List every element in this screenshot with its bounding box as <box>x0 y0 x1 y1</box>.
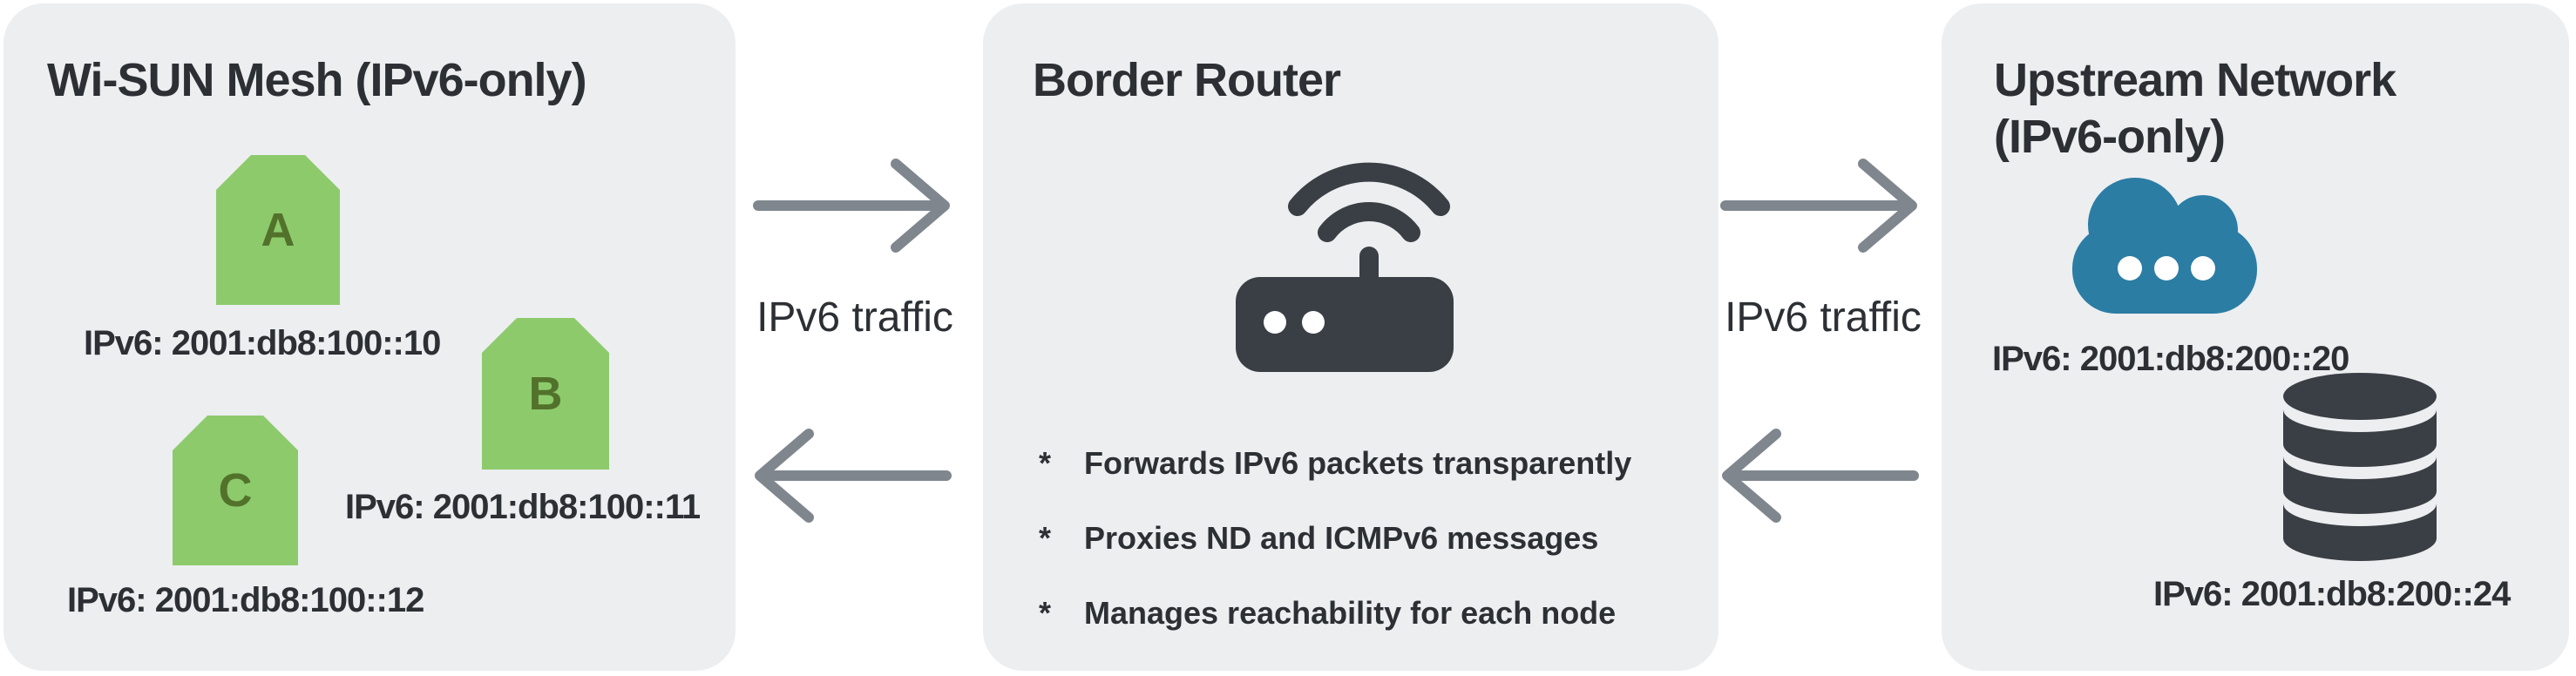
ipv6-traffic-label-right: IPv6 traffic <box>1725 294 1922 341</box>
arrow-left-icon <box>1722 429 1919 523</box>
mesh-node-a: A <box>216 155 340 305</box>
mesh-node-b: B <box>482 318 609 470</box>
wifi-router-icon <box>1236 162 1454 372</box>
panel-upstream-network: Upstream Network (IPv6-only) IPv6: 2001:… <box>1942 3 2569 671</box>
cloud-address: IPv6: 2001:db8:200::20 <box>1992 340 2349 378</box>
mesh-node-c-address: IPv6: 2001:db8:100::12 <box>67 581 424 619</box>
arrow-right-icon <box>1720 159 1917 253</box>
panel-wisun-mesh: Wi-SUN Mesh (IPv6-only) A IPv6: 2001:db8… <box>3 3 736 671</box>
border-router-bullet-list: * Forwards IPv6 packets transparently * … <box>1039 444 1631 632</box>
bullet-marker: * <box>1039 520 1052 556</box>
mesh-node-b-label: B <box>528 368 563 420</box>
wisun-mesh-title: Wi-SUN Mesh (IPv6-only) <box>47 54 587 106</box>
panel-border-router: Border Router * Forwards IPv6 packets tr… <box>983 3 1718 671</box>
bullet-marker: * <box>1039 445 1052 481</box>
bullet-text: Manages reachability for each node <box>1084 595 1617 631</box>
bullet-marker: * <box>1039 595 1052 631</box>
ipv6-traffic-label-left: IPv6 traffic <box>756 294 953 341</box>
bullet-text: Forwards IPv6 packets transparently <box>1084 445 1632 481</box>
bullet-manages-reachability: * Manages reachability for each node <box>1039 594 1631 632</box>
border-router-title: Border Router <box>1033 54 1341 106</box>
mesh-node-c-label: C <box>218 464 253 517</box>
upstream-network-title: Upstream Network (IPv6-only) <box>1994 54 2396 163</box>
bullet-proxies-nd: * Proxies ND and ICMPv6 messages <box>1039 519 1631 558</box>
database-icon <box>2283 373 2437 561</box>
database-address: IPv6: 2001:db8:200::24 <box>2153 575 2511 613</box>
mesh-node-b-address: IPv6: 2001:db8:100::11 <box>345 488 701 526</box>
arrow-right-icon <box>753 159 950 253</box>
bullet-forwards-packets: * Forwards IPv6 packets transparently <box>1039 444 1631 483</box>
mesh-node-a-address: IPv6: 2001:db8:100::10 <box>84 324 441 362</box>
arrow-left-icon <box>755 429 952 523</box>
mesh-node-c: C <box>173 416 298 565</box>
bullet-text: Proxies ND and ICMPv6 messages <box>1084 520 1599 556</box>
cloud-icon <box>2072 178 2257 314</box>
mesh-node-a-label: A <box>261 204 295 256</box>
